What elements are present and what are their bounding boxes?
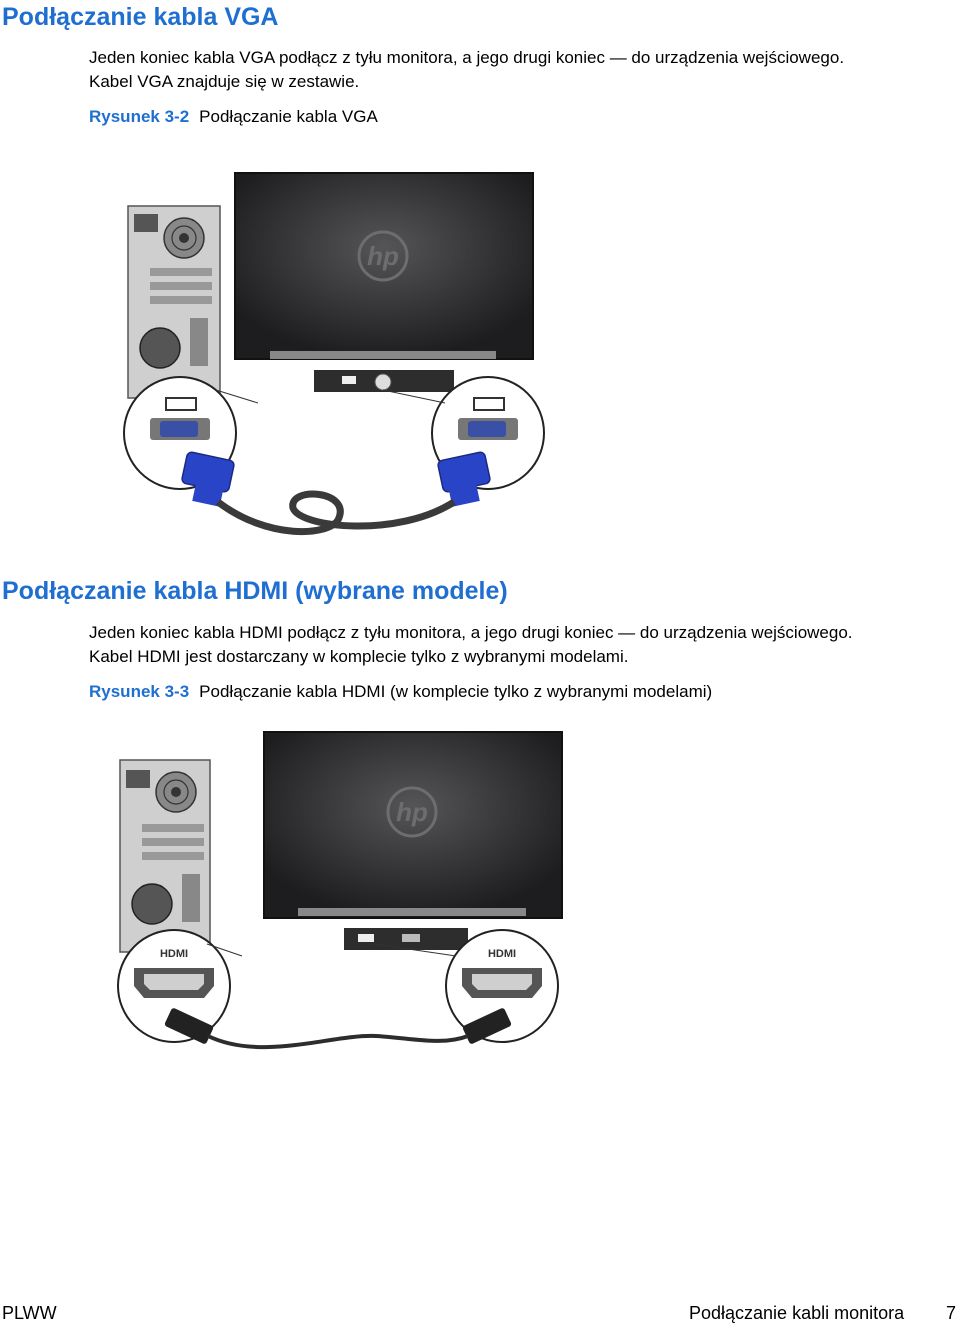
vga-plug-right (437, 451, 491, 507)
vga-port-icon (165, 397, 505, 411)
hp-logo-text: hp (396, 797, 428, 827)
hdmi-connection-figure: hp HDMI HDMI (117, 731, 563, 1050)
power-socket-icon (126, 770, 150, 788)
vga-paragraph-line2: Kabel VGA znajduje się w zestawie. (89, 72, 360, 91)
hdmi-paragraph-line1: Jeden koniec kabla HDMI podłącz z tyłu m… (89, 623, 853, 642)
hp-logo (386, 786, 438, 838)
figure-caption-text: Podłączanie kabla HDMI (w komplecie tylk… (199, 682, 713, 701)
figure-number: Rysunek 3-3 (89, 682, 190, 701)
hdmi-port-icon (134, 968, 542, 998)
vga-paragraph: Jeden koniec kabla VGA podłącz z tyłu mo… (89, 46, 949, 94)
monitor: hp (234, 172, 534, 392)
vga-cable (215, 490, 456, 536)
hdmi-plug-left (164, 1008, 214, 1044)
pc-tower (119, 759, 211, 953)
section-heading-vga: Podłączanie kabla VGA (2, 3, 279, 31)
figure-number: Rysunek 3-2 (89, 107, 190, 126)
hdmi-paragraph-line2: Kabel HDMI jest dostarczany w komplecie … (89, 647, 629, 666)
footer-left: PLWW (2, 1303, 57, 1323)
footer-title: Podłączanie kabli monitora (689, 1303, 905, 1323)
hdmi-port-label: HDMI (488, 948, 516, 960)
figure-caption-hdmi: Rysunek 3-3 Podłączanie kabla HDMI (w kom… (89, 682, 712, 702)
power-socket-icon (134, 214, 158, 232)
figure-caption-vga: Rysunek 3-2 Podłączanie kabla VGA (89, 107, 378, 127)
pc-tower (127, 205, 221, 399)
hdmi-plug-right (462, 1008, 512, 1044)
hp-logo (357, 230, 409, 282)
monitor: hp (263, 731, 563, 950)
hdmi-cable (207, 1033, 469, 1050)
figure-caption-text: Podłączanie kabla VGA (199, 107, 378, 126)
hp-logo-text: hp (367, 241, 399, 271)
section-heading-hdmi: Podłączanie kabla HDMI (wybrane modele) (2, 577, 508, 605)
page-number: 7 (946, 1303, 957, 1323)
vga-connection-figure: hp (123, 172, 545, 536)
vga-paragraph-line1: Jeden koniec kabla VGA podłącz z tyłu mo… (89, 48, 845, 67)
hdmi-port-label: HDMI (160, 948, 188, 960)
hdmi-paragraph: Jeden koniec kabla HDMI podłącz z tyłu m… (89, 621, 949, 669)
vga-plug-left (181, 451, 235, 507)
